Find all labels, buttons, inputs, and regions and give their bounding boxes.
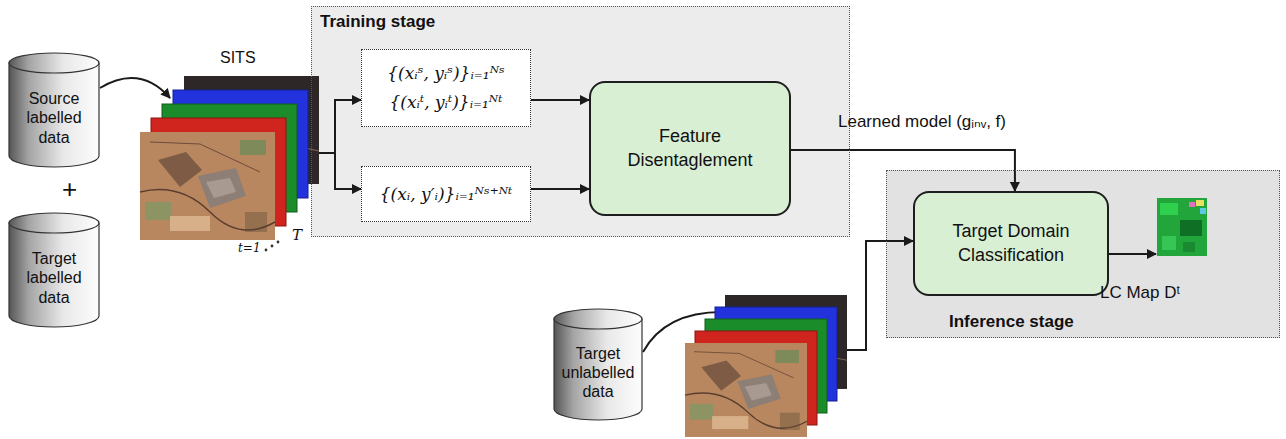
process-label: Feature Disentaglement	[601, 125, 779, 172]
map-caption: LC Map Dᵗ	[1100, 283, 1180, 303]
time-index: t=1	[238, 241, 261, 255]
stage-band: Inference stage Target Domain Classificat…	[886, 170, 1280, 338]
stack-title: SITS	[220, 49, 256, 67]
connector-arrow	[531, 188, 589, 190]
map-tile: LC Map Dᵗ	[1158, 199, 1208, 257]
training-ground	[311, 6, 850, 237]
time-index: T	[292, 226, 302, 244]
store-label: Target labelled data	[17, 249, 91, 307]
database-cylinder: Target labelled data	[8, 212, 100, 328]
connector-arrow	[319, 100, 361, 153]
sits-stack	[140, 76, 319, 251]
connector-arrow	[531, 99, 589, 101]
connector-arrow	[100, 78, 170, 98]
process-box: Target Domain Classification	[913, 191, 1109, 296]
process-label: Target Domain Classification	[925, 220, 1097, 267]
store-label: Source labelled data	[17, 89, 91, 147]
dataset-box: {(xᵢˢ, yᵢˢ)}ᵢ₌₁ᴺˢ{(xᵢᵗ, yᵢᵗ)}ᵢ₌₁ᴺᵗ	[361, 49, 531, 127]
process-box: Feature Disentaglement	[589, 81, 791, 216]
dataset-formula: {(xᵢᵗ, yᵢᵗ)}ᵢ₌₁ᴺᵗ	[390, 88, 503, 117]
stage-band: Training stage {(xᵢˢ, yᵢˢ)}ᵢ₌₁ᴺˢ{(xᵢᵗ, yᵢ…	[311, 6, 850, 237]
connector-arrow	[319, 153, 361, 189]
target-image-stack	[685, 295, 847, 437]
dataset-box: {(xᵢ, y′ᵢ)}ᵢ₌₁ᴺˢ⁺ᴺᵗ	[361, 166, 531, 222]
stage-title: Training stage	[320, 12, 435, 32]
database-cylinder: Source labelled data	[8, 52, 100, 168]
connector-arrow	[1109, 253, 1156, 255]
edge-label: Learned model (gᵢₙᵥ, f)	[838, 111, 1006, 132]
dataset-formula: {(xᵢ, y′ᵢ)}ᵢ₌₁ᴺˢ⁺ᴺᵗ	[380, 180, 512, 209]
plus-sign: +	[62, 174, 77, 205]
stage-title: Inference stage	[949, 312, 1074, 332]
dataset-formula: {(xᵢˢ, yᵢˢ)}ᵢ₌₁ᴺˢ	[387, 59, 505, 88]
store-label: Target unlabelled data	[561, 344, 635, 402]
database-cylinder: Target unlabelled data	[553, 308, 643, 421]
image-stack: SITS	[140, 76, 319, 248]
inference-ground	[886, 170, 1280, 338]
land-cover-map	[1157, 198, 1207, 256]
